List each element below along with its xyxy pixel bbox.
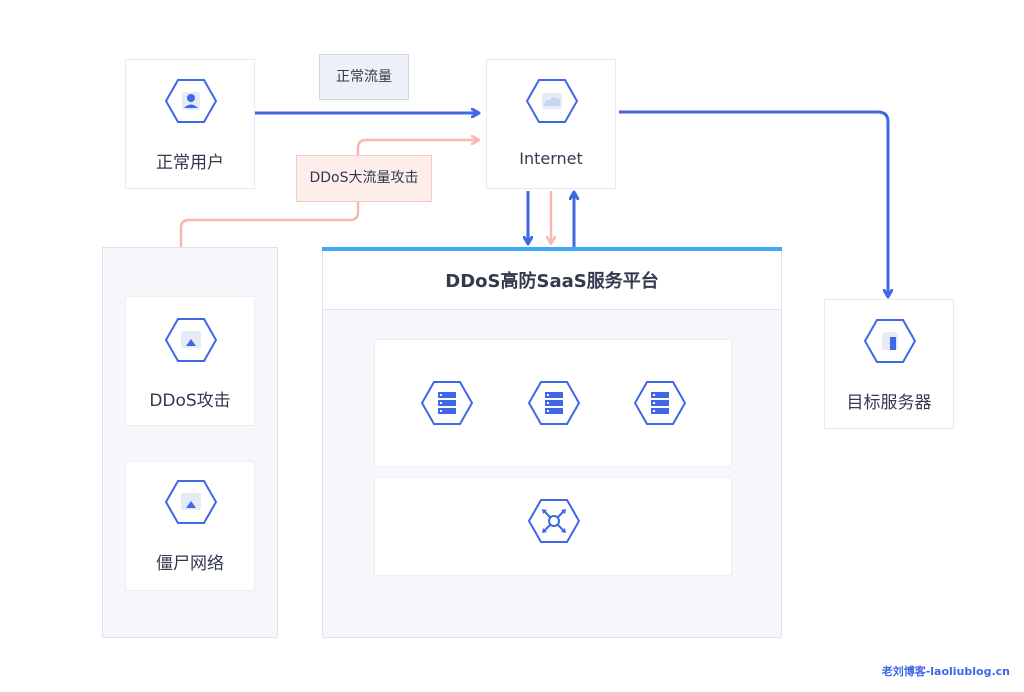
zombie-network-label: 僵尸网络: [156, 554, 224, 574]
arrow-ddos-to-internet: [179, 140, 478, 247]
monitor-icon: [165, 479, 217, 525]
cloud-icon: [526, 78, 578, 124]
server-rack-icon: [528, 380, 580, 426]
ddos-traffic-tag: DDoS大流量攻击: [296, 155, 432, 202]
server-cluster-box: [374, 339, 732, 467]
target-server-label: 目标服务器: [846, 393, 932, 413]
server-rack-icon: [634, 380, 686, 426]
network-hub-icon: [528, 498, 580, 544]
internet-node: Internet: [486, 59, 616, 189]
platform-title: DDoS高防SaaS服务平台: [445, 271, 659, 292]
internet-label: Internet: [519, 149, 583, 168]
normal-user-label: 正常用户: [156, 153, 224, 173]
botnet-panel: DDoS攻击 僵尸网络: [102, 247, 278, 638]
arrow-internet-to-target: [619, 110, 888, 296]
normal-traffic-tag: 正常流量: [319, 54, 409, 100]
normal-user-node: 正常用户: [125, 59, 255, 189]
zombie-network-node: 僵尸网络: [125, 461, 255, 591]
ddos-attack-node: DDoS攻击: [125, 296, 255, 426]
platform-header: DDoS高防SaaS服务平台: [323, 251, 781, 310]
monitor-icon: [165, 317, 217, 363]
network-hub-box: [374, 477, 732, 576]
ddos-platform-panel: DDoS高防SaaS服务平台: [322, 247, 782, 638]
ddos-attack-label: DDoS攻击: [149, 391, 231, 411]
platform-top-bar: [322, 247, 782, 251]
watermark: 老刘博客-laoliublog.cn: [881, 665, 1010, 678]
user-icon: [165, 78, 217, 124]
server-icon: [864, 318, 916, 364]
target-server-node: 目标服务器: [824, 299, 954, 429]
server-rack-icon: [421, 380, 473, 426]
